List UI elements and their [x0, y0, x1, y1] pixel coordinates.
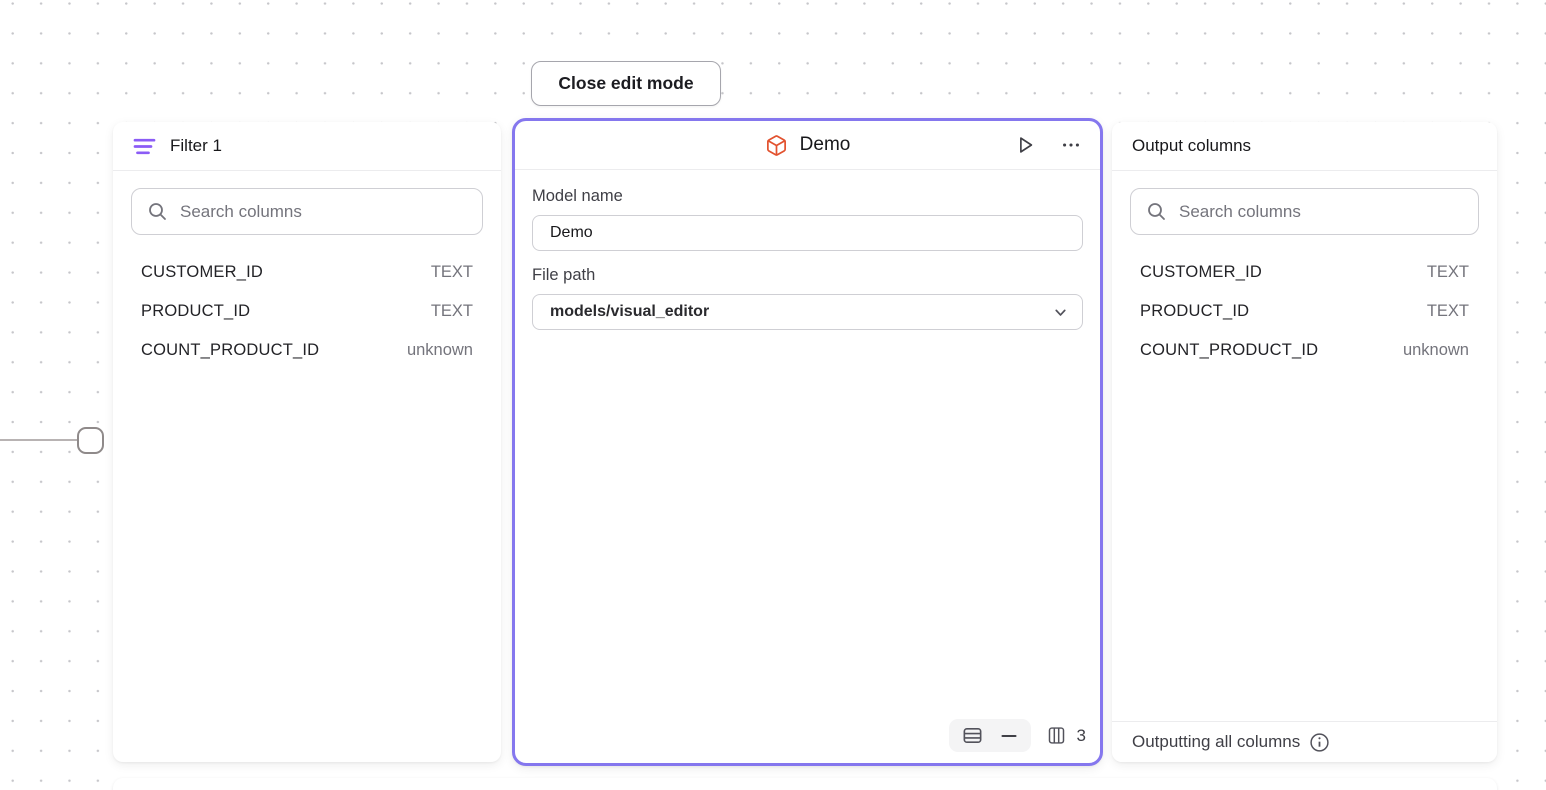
search-icon [1146, 201, 1167, 222]
column-name: PRODUCT_ID [141, 302, 251, 320]
info-icon[interactable] [1309, 732, 1330, 753]
filter-column-list: CUSTOMER_ID TEXT PRODUCT_ID TEXT COUNT_P… [113, 249, 501, 374]
output-panel-header: Output columns [1112, 122, 1497, 171]
file-path-label: File path [532, 266, 596, 284]
close-edit-mode-button[interactable]: Close edit mode [531, 61, 721, 106]
rows-icon [961, 724, 984, 747]
chevron-down-icon [1052, 304, 1069, 321]
model-node-panel-selected[interactable]: Demo Model name File path models/visual_… [512, 118, 1103, 766]
results-panel-edge [113, 778, 1497, 790]
output-search-box[interactable] [1130, 188, 1479, 235]
column-type: unknown [1402, 341, 1469, 359]
filter-panel-title: Filter 1 [170, 136, 222, 155]
column-type: TEXT [1426, 263, 1469, 281]
connector-edge [0, 439, 79, 441]
column-name: CUSTOMER_ID [1140, 263, 1262, 281]
row-count-toggle[interactable] [948, 719, 1031, 752]
columns-icon [1046, 724, 1067, 747]
minus-icon [999, 726, 1019, 746]
filter-search-box[interactable] [131, 188, 483, 235]
file-path-value: models/visual_editor [550, 303, 710, 320]
column-name: COUNT_PRODUCT_ID [141, 341, 320, 359]
model-panel-header[interactable]: Demo [515, 121, 1100, 170]
column-row[interactable]: COUNT_PRODUCT_ID unknown [1112, 331, 1497, 370]
column-name: PRODUCT_ID [1140, 302, 1250, 320]
column-name: CUSTOMER_ID [141, 263, 263, 281]
column-row[interactable]: COUNT_PRODUCT_ID unknown [113, 331, 501, 370]
model-panel-title: Demo [799, 134, 851, 155]
column-count-stat[interactable]: 3 [1046, 724, 1086, 747]
filter-node-panel[interactable]: Filter 1 CUSTOMER_ID TEXT PRODUCT_ID TEX… [113, 122, 501, 762]
model-cube-icon [765, 134, 788, 157]
column-row[interactable]: CUSTOMER_ID TEXT [1112, 253, 1497, 292]
column-type: TEXT [430, 302, 473, 320]
output-footer: Outputting all columns [1112, 721, 1497, 762]
output-footer-text: Outputting all columns [1132, 732, 1301, 751]
search-icon [147, 201, 168, 222]
column-row[interactable]: PRODUCT_ID TEXT [113, 292, 501, 331]
model-name-label: Model name [532, 187, 623, 205]
output-search-input[interactable] [1179, 201, 1463, 222]
column-row[interactable]: CUSTOMER_ID TEXT [113, 253, 501, 292]
column-count-value: 3 [1076, 725, 1086, 745]
filter-panel-header[interactable]: Filter 1 [113, 122, 501, 171]
connection-port-handle[interactable] [77, 427, 104, 454]
column-type: TEXT [1426, 302, 1469, 320]
column-type: TEXT [430, 263, 473, 281]
filter-icon [133, 137, 156, 156]
model-name-input[interactable] [532, 215, 1083, 251]
column-name: COUNT_PRODUCT_ID [1140, 341, 1319, 359]
filter-search-input[interactable] [180, 201, 467, 222]
column-row[interactable]: PRODUCT_ID TEXT [1112, 292, 1497, 331]
file-path-select[interactable]: models/visual_editor [532, 294, 1083, 330]
output-panel-title: Output columns [1132, 136, 1252, 155]
run-model-button[interactable] [1012, 132, 1038, 158]
output-column-list: CUSTOMER_ID TEXT PRODUCT_ID TEXT COUNT_P… [1112, 249, 1497, 374]
column-type: unknown [406, 341, 473, 359]
output-columns-panel[interactable]: Output columns CUSTOMER_ID TEXT PRODUCT_… [1112, 122, 1497, 762]
more-options-button[interactable] [1058, 132, 1084, 158]
